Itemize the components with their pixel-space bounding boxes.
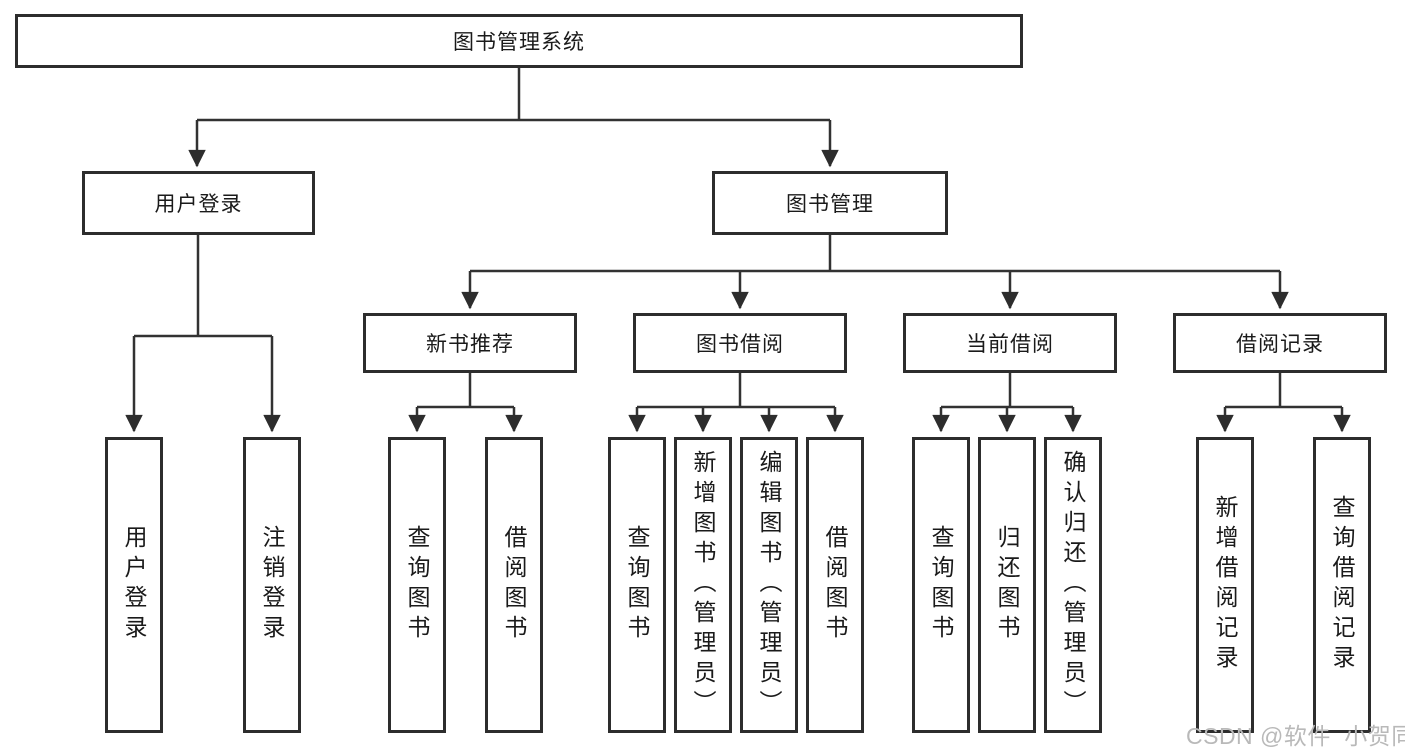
leaf-borrow-books: 借阅图书 bbox=[806, 437, 864, 733]
node-user-login: 用户登录 bbox=[82, 171, 315, 235]
leaf-borrow-books-recommend: 借阅图书 bbox=[485, 437, 543, 733]
leaf-confirm-return-admin: 确认归还（管理员） bbox=[1044, 437, 1102, 733]
leaf-query-books-borrow: 查询图书 bbox=[608, 437, 666, 733]
leaf-logout: 注销登录 bbox=[243, 437, 301, 733]
node-root-system: 图书管理系统 bbox=[15, 14, 1023, 68]
leaf-return-book: 归还图书 bbox=[978, 437, 1036, 733]
leaf-query-books-current: 查询图书 bbox=[912, 437, 970, 733]
node-borrow-records: 借阅记录 bbox=[1173, 313, 1387, 373]
node-new-book-recommend: 新书推荐 bbox=[363, 313, 577, 373]
leaf-query-books-recommend: 查询图书 bbox=[388, 437, 446, 733]
node-book-borrow: 图书借阅 bbox=[633, 313, 847, 373]
leaf-add-book-admin: 新增图书（管理员） bbox=[674, 437, 732, 733]
leaf-query-borrow-record: 查询借阅记录 bbox=[1313, 437, 1371, 733]
leaf-edit-book-admin: 编辑图书（管理员） bbox=[740, 437, 798, 733]
leaf-add-borrow-record: 新增借阅记录 bbox=[1196, 437, 1254, 733]
node-book-management: 图书管理 bbox=[712, 171, 948, 235]
csdn-watermark: CSDN @软件_小贺同学 bbox=[1186, 723, 1405, 747]
node-current-borrow: 当前借阅 bbox=[903, 313, 1117, 373]
leaf-user-login: 用户登录 bbox=[105, 437, 163, 733]
